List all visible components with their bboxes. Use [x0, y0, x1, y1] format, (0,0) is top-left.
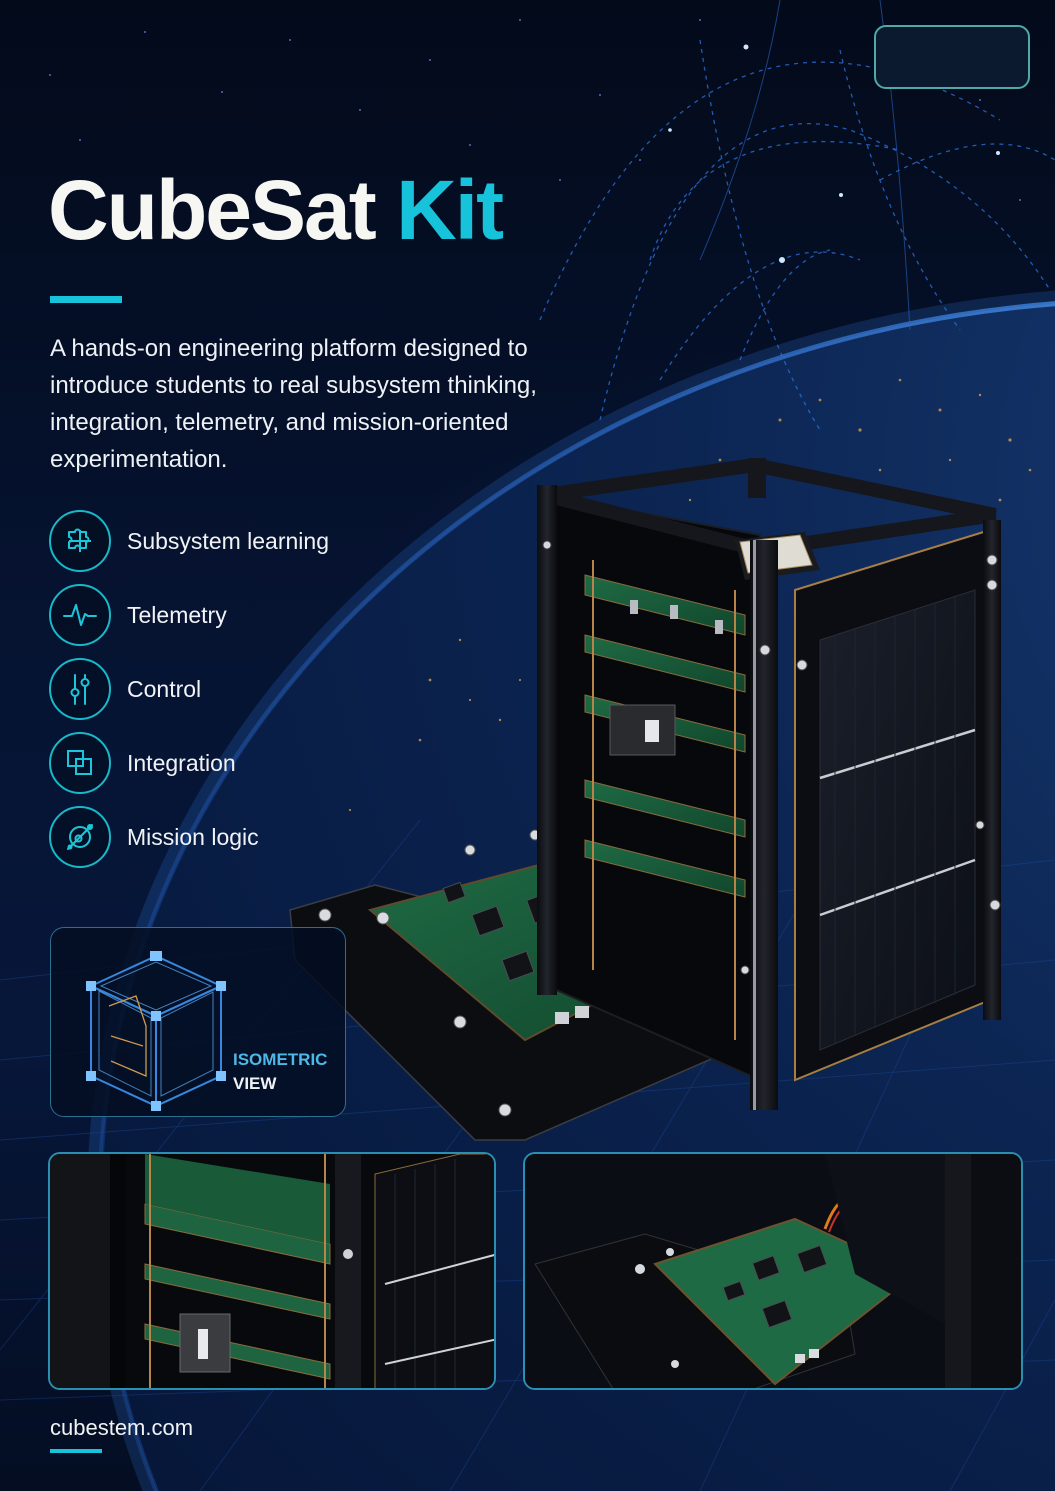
feature-item-integration: Integration [49, 732, 369, 794]
isometric-view-label: ISOMETRIC VIEW [233, 1048, 327, 1096]
orbit-target-icon [49, 806, 111, 868]
feature-label: Control [127, 675, 202, 702]
thumbnail-board-stack [48, 1152, 496, 1390]
thumbnail-base-board [523, 1152, 1023, 1390]
overlapping-squares-icon [49, 732, 111, 794]
isometric-label-line1: ISOMETRIC [233, 1050, 328, 1069]
puzzle-icon [49, 510, 111, 572]
cubesat-illustration [289, 457, 1001, 1141]
feature-label: Subsystem learning [127, 527, 329, 554]
top-right-badge [874, 25, 1030, 89]
isometric-label-line2: VIEW [233, 1074, 277, 1093]
footer-website-link[interactable]: cubestem.com [50, 1415, 194, 1440]
feature-label: Telemetry [127, 601, 227, 628]
footer-underline [50, 1449, 102, 1453]
page-title: CubeSat Kit [48, 168, 504, 252]
pulse-icon [49, 584, 111, 646]
title-accent: Kit [396, 163, 504, 257]
title-underline [50, 296, 122, 303]
feature-label: Integration [127, 749, 236, 776]
feature-item-subsystem-learning: Subsystem learning [49, 510, 369, 572]
feature-label: Mission logic [127, 823, 259, 850]
isometric-view-card: ISOMETRIC VIEW [50, 927, 346, 1117]
feature-item-mission-logic: Mission logic [49, 806, 369, 868]
feature-item-control: Control [49, 658, 369, 720]
sliders-icon [49, 658, 111, 720]
title-primary: CubeSat [48, 163, 377, 257]
isometric-cube-wireframe [86, 951, 226, 1111]
description: A hands-on engineering platform designed… [50, 335, 537, 473]
feature-item-telemetry: Telemetry [49, 584, 369, 646]
